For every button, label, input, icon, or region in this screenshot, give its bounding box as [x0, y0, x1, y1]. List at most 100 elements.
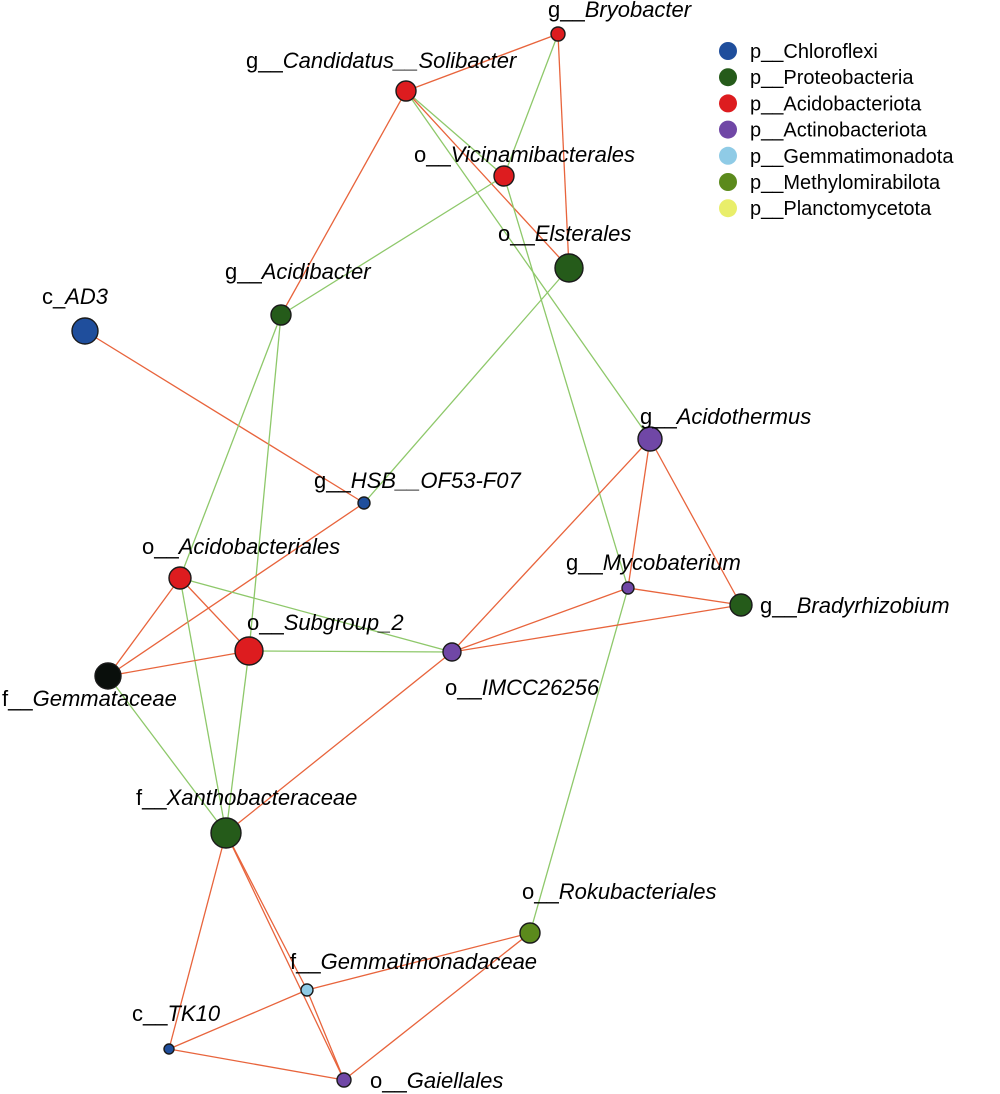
node-rank: g__	[640, 404, 677, 429]
edge-solibacter-acidothermus	[405, 90, 651, 440]
edge-rokubacteriales-gaiellales	[343, 932, 531, 1081]
edge-subgroup2-gemmataceae	[107, 650, 250, 677]
node-label-hsb: g__HSB__OF53-F07	[314, 468, 521, 493]
node-label-bradyrhizobium: g__Bradyrhizobium	[760, 593, 950, 618]
node-label-bryobacter: g__Bryobacter	[548, 0, 693, 22]
legend-swatch	[719, 120, 737, 139]
legend-item: p__Planctomycetota	[719, 198, 932, 220]
node-taxon: Vicinamibacterales	[451, 142, 635, 167]
legend-label: p__Chloroflexi	[750, 41, 878, 63]
node-rank: f__	[2, 686, 33, 711]
edge-ad3-hsb	[84, 330, 365, 504]
node-rank: f__	[290, 949, 321, 974]
node-tk10	[163, 1043, 175, 1055]
node-label-ad3: c_AD3	[42, 284, 109, 309]
edge-solibacter-vicinamibacterales	[405, 90, 505, 177]
legend-item: p__Proteobacteria	[719, 67, 914, 89]
node-bryobacter	[550, 26, 566, 42]
node-label-acidibacter: g__Acidibacter	[225, 259, 372, 284]
node-taxon: IMCC26256	[482, 675, 600, 700]
node-taxon: Bryobacter	[585, 0, 693, 22]
node-acidobacteriales	[168, 566, 192, 590]
legend-swatch	[719, 199, 737, 218]
legend-swatch	[719, 173, 737, 191]
node-taxon: Xanthobacteraceae	[166, 785, 358, 810]
node-label-solibacter: g__Candidatus__Solibacter	[246, 48, 518, 73]
legend-swatch	[719, 68, 737, 87]
node-label-tk10: c__TK10	[132, 1001, 221, 1026]
edge-bryobacter-solibacter	[405, 33, 559, 92]
node-gaiellales	[336, 1072, 352, 1088]
node-vicinamibacterales	[493, 165, 515, 187]
node-label-gemmatimonadaceae: f__Gemmatimonadaceae	[290, 949, 537, 974]
node-taxon: Gemmatimonadaceae	[321, 949, 537, 974]
legend-label: p__Gemmatimonadota	[750, 146, 954, 168]
edge-mycobaterium-imcc26256	[451, 587, 629, 653]
edge-acidothermus-mycobaterium	[627, 438, 651, 589]
node-gemmataceae	[94, 662, 122, 690]
node-rank: g__	[225, 259, 262, 284]
node-taxon: Acidibacter	[260, 259, 373, 284]
node-solibacter	[395, 80, 417, 102]
edge-gemmataceae-xanthobacteraceae	[107, 675, 227, 834]
legend-swatch	[719, 94, 737, 113]
legend-label: p__Planctomycetota	[750, 198, 932, 220]
node-label-mycobaterium: g__Mycobaterium	[566, 550, 741, 575]
edge-mycobaterium-rokubacteriales	[529, 587, 629, 934]
node-rank: f__	[136, 785, 167, 810]
legend-item: p__Actinobacteriota	[719, 120, 928, 142]
node-rank: o__	[414, 142, 451, 167]
node-label-vicinamibacterales: o__Vicinamibacterales	[414, 142, 635, 167]
edge-imcc26256-bradyrhizobium	[451, 604, 742, 653]
node-label-xanthobacteraceae: f__Xanthobacteraceae	[136, 785, 357, 810]
legend-label: p__Actinobacteriota	[750, 120, 928, 142]
label-layer: g__Bryobacterg__Candidatus__Solibactero_…	[2, 0, 950, 1093]
node-label-rokubacteriales: o__Rokubacteriales	[522, 879, 716, 904]
node-subgroup2	[234, 636, 264, 666]
node-rank: o__	[247, 610, 284, 635]
node-taxon: Gemmataceae	[33, 686, 177, 711]
edge-acidibacter-subgroup2	[248, 314, 282, 652]
edge-acidibacter-acidobacteriales	[179, 314, 282, 579]
edge-acidothermus-bradyrhizobium	[649, 438, 742, 606]
edge-acidobacteriales-subgroup2	[179, 577, 250, 652]
edge-tk10-gaiellales	[168, 1048, 345, 1081]
node-label-elsterales: o__Elsterales	[498, 221, 631, 246]
edge-xanthobacteraceae-imcc26256	[225, 651, 453, 834]
legend-swatch	[719, 146, 737, 165]
edge-acidobacteriales-gemmataceae	[107, 577, 181, 677]
legend-item: p__Acidobacteriota	[719, 93, 922, 115]
node-taxon: AD3	[63, 284, 109, 309]
node-label-subgroup2: o__Subgroup_2	[247, 610, 404, 635]
node-taxon: Acidobacteriales	[177, 534, 340, 559]
node-taxon: Bradyrhizobium	[797, 593, 950, 618]
node-rank: o__	[522, 879, 559, 904]
edge-acidobacteriales-imcc26256	[179, 577, 453, 653]
legend: p__Chloroflexi p__Proteobacteria p__Acidob…	[719, 41, 954, 220]
edge-solibacter-acidibacter	[280, 90, 407, 316]
node-layer	[71, 26, 753, 1088]
edge-rokubacteriales-gemmatimonadaceae	[306, 932, 531, 991]
node-taxon: Subgroup_2	[284, 610, 404, 635]
node-acidibacter	[270, 304, 292, 326]
node-rank: g__	[566, 550, 603, 575]
node-xanthobacteraceae	[210, 817, 242, 849]
node-rank: g__	[760, 593, 797, 618]
edge-subgroup2-imcc26256	[248, 650, 453, 653]
edge-hsb-gemmataceae	[107, 502, 365, 677]
node-rank: c_	[42, 284, 66, 309]
edge-bryobacter-elsterales	[557, 33, 570, 269]
node-taxon: Candidatus__Solibacter	[283, 48, 518, 73]
edge-gemmatimonadaceae-gaiellales	[306, 989, 345, 1081]
edge-vicinamibacterales-mycobaterium	[503, 175, 629, 589]
node-rank: g__	[548, 0, 585, 22]
node-label-gemmataceae: f__Gemmataceae	[2, 686, 177, 711]
node-taxon: TK10	[167, 1001, 220, 1026]
node-taxon: HSB__OF53-F07	[351, 468, 522, 493]
node-taxon: Gaiellales	[407, 1068, 504, 1093]
node-rank: g__	[314, 468, 351, 493]
node-ad3	[71, 317, 99, 345]
legend-label: p__Acidobacteriota	[750, 93, 922, 115]
edge-acidobacteriales-xanthobacteraceae	[179, 577, 227, 834]
edge-bryobacter-vicinamibacterales	[503, 33, 559, 177]
